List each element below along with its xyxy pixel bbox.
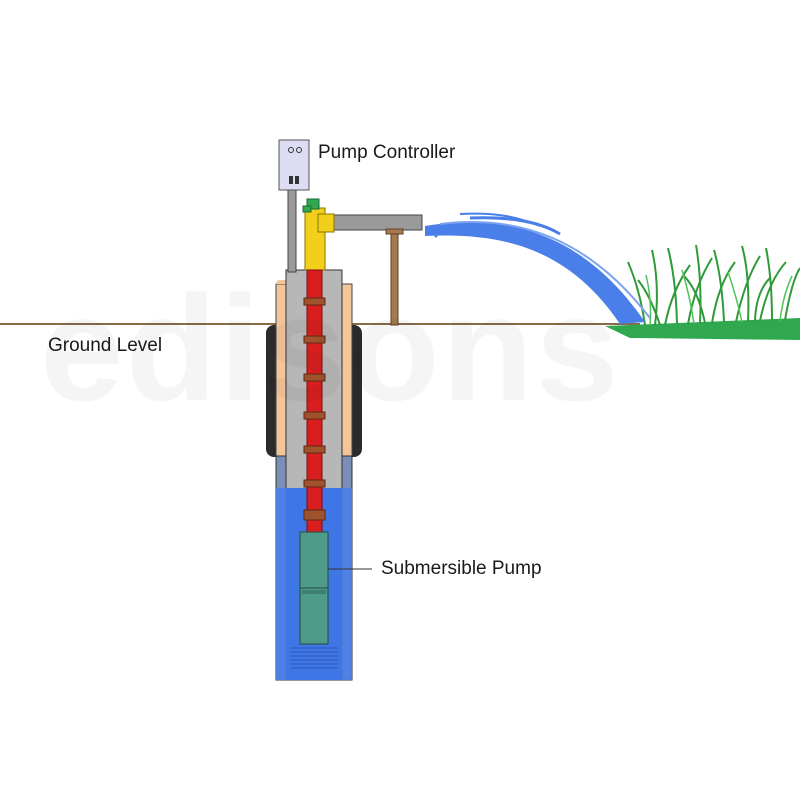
pump-controller-label: Pump Controller	[318, 142, 456, 163]
controller-conduit	[287, 189, 297, 273]
ground-level-label: Ground Level	[48, 335, 163, 356]
pipe-couplings	[303, 297, 326, 521]
grass-field	[605, 244, 800, 340]
submersible-pump-label: Submersible Pump	[381, 558, 542, 579]
water-jet	[425, 212, 651, 324]
intake-screen	[290, 647, 338, 669]
pump-controller-box	[278, 139, 310, 191]
discharge-pipe	[329, 214, 423, 231]
submersible-pump	[299, 531, 329, 645]
well-head-fitting	[302, 198, 335, 271]
